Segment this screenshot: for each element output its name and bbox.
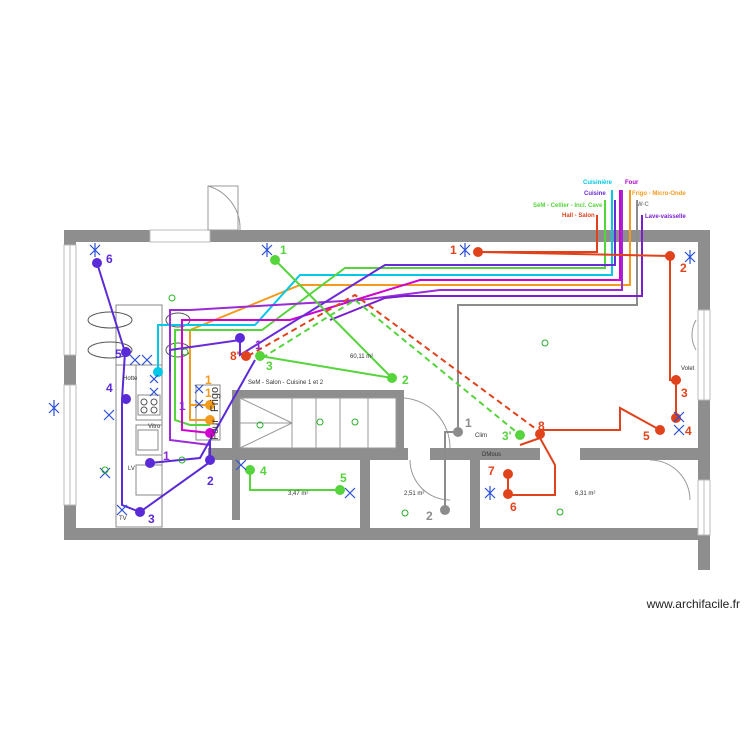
four-label: Four: [210, 419, 221, 440]
green-2: 2: [402, 373, 409, 387]
light-fixtures: [48, 243, 696, 516]
kitchen-counter: [115, 304, 221, 528]
legend-item-four: Four: [625, 180, 639, 186]
green-4: 4: [260, 464, 267, 478]
red-2: 2: [680, 261, 687, 275]
dashed-red: [247, 293, 541, 433]
red-8prime: 8': [230, 349, 240, 363]
red-5: 5: [643, 429, 650, 443]
red-1: 1: [450, 243, 457, 257]
appliance-labels: Frigo Four Hotte LV TV Vitro: [119, 376, 221, 522]
green-1: 1: [280, 243, 287, 257]
tv-label: TV: [119, 516, 127, 522]
legend-item-hall: Hall - Salon: [562, 213, 595, 219]
orange-1b: 1: [205, 386, 212, 400]
purple-6: 6: [106, 252, 113, 266]
wire-violet-lv: [329, 215, 643, 321]
legend-item-cuisine: Cuisine: [584, 191, 606, 197]
legend: Cuisinière Four Cuisine Frigo - Micro-On…: [533, 180, 686, 220]
wire-magenta: [181, 190, 621, 434]
purple-1b: 1: [179, 399, 186, 413]
wire-green: [174, 200, 606, 426]
purple-1c: 1: [163, 449, 170, 463]
switch-symbols: [101, 294, 564, 517]
orange-1a: 1: [205, 373, 212, 387]
hotte-label: Hotte: [123, 376, 138, 382]
room-area-main: 60,11 m²: [350, 354, 373, 360]
wire-purple: [169, 190, 623, 446]
purple-3: 3: [148, 512, 155, 526]
wire-orange: [189, 190, 631, 406]
legend-item-sem: SéM - Cellier - Incl. Cave: [533, 203, 603, 209]
red-4: 4: [685, 424, 692, 438]
dashed-green: [261, 298, 521, 436]
footer-watermark: www.archifacile.fr: [646, 597, 740, 611]
room-labels: 60,11 m² 3,47 m² 2,51 m² 6,31 m² SeM - S…: [248, 354, 695, 497]
gray-2: 2: [426, 509, 433, 523]
wire-red-bottom: [508, 437, 556, 496]
legend-item-wc: W-C: [637, 202, 650, 208]
wc-label: Clim: [475, 433, 487, 439]
wire-green-3: [249, 470, 340, 491]
purple-1a: 1: [255, 338, 262, 352]
kitchen-details: [87, 311, 191, 414]
green-3prime: 3': [502, 429, 512, 443]
wire-cuisine: [169, 200, 616, 372]
room-area-right: 6,31 m²: [575, 491, 595, 497]
lv-label: LV: [128, 466, 135, 472]
purple-2: 2: [207, 474, 214, 488]
circuit-numbers: 1 2 3 3' 4 5 1 2 3 4 5 6 7 8 8' 1 1 1 2 …: [106, 243, 692, 526]
outlets: [92, 247, 681, 517]
purple-5: 5: [115, 347, 122, 361]
wire-green-main: [274, 259, 393, 379]
dashed-wires: [247, 293, 541, 436]
wire-cuisine-3: [149, 359, 256, 464]
legend-item-lave: Lave-vaisselle: [645, 214, 686, 220]
vitro-label: Vitro: [148, 424, 161, 430]
room-area-mid: 2,51 m²: [404, 491, 424, 497]
wire-red-right: [479, 251, 677, 420]
purple-4: 4: [106, 381, 113, 395]
stairs-label: SeM - Salon - Cuisine 1 et 2: [248, 380, 324, 386]
wire-cyan: [157, 190, 613, 372]
wire-orange-2: [189, 405, 210, 421]
staircase: [239, 397, 397, 449]
frigo-label: Frigo: [209, 387, 221, 412]
door-label: DMous: [482, 452, 501, 458]
red-8: 8: [538, 419, 545, 433]
wires: [96, 190, 677, 514]
wire-green-2: [259, 355, 393, 379]
legend-item-cuisiniere: Cuisinière: [583, 180, 613, 186]
red-6: 6: [510, 500, 517, 514]
green-5: 5: [340, 471, 347, 485]
gray-1: 1: [465, 416, 472, 430]
volet-label: Volet: [681, 366, 695, 372]
window-panes: [69, 245, 705, 535]
doors: [207, 185, 697, 501]
red-7: 7: [488, 464, 495, 478]
wire-red-right-2: [519, 406, 661, 446]
room-area-left: 3,47 m²: [288, 491, 308, 497]
green-3: 3: [266, 359, 273, 373]
red-3: 3: [681, 386, 688, 400]
wire-gray: [444, 200, 638, 510]
legend-item-frigo: Frigo - Micro-Onde: [632, 191, 686, 197]
